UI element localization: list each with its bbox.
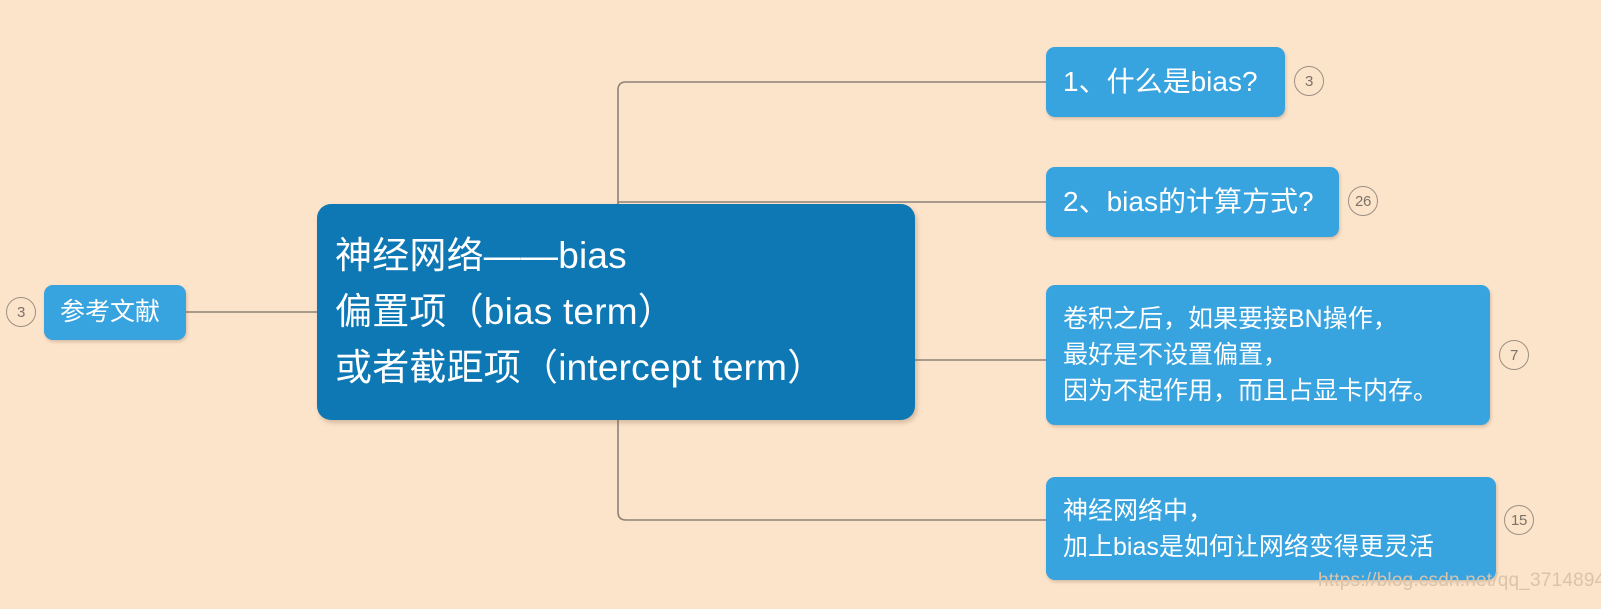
badge-bias-calculation: 26 bbox=[1348, 186, 1378, 216]
node-r4-line-2: 加上bias是如何让网络变得更灵活 bbox=[1063, 532, 1434, 561]
node-network-flexibility[interactable]: 神经网络中， 加上bias是如何让网络变得更灵活 bbox=[1046, 477, 1496, 580]
node-r4-line-1: 神经网络中， bbox=[1063, 496, 1214, 525]
badge-what-is-bias: 3 bbox=[1294, 66, 1324, 96]
node-what-is-bias[interactable]: 1、什么是bias? bbox=[1046, 47, 1285, 117]
node-left-label: 参考文献 bbox=[60, 298, 161, 327]
node-r1-label: 1、什么是bias? bbox=[1063, 65, 1258, 97]
root-node-line-2: 偏置项（bias term） bbox=[335, 290, 675, 332]
connector-branch-4 bbox=[617, 420, 1046, 521]
node-r3-line-3: 因为不起作用，而且占显卡内存。 bbox=[1063, 377, 1439, 405]
badge-network-flexibility: 15 bbox=[1504, 505, 1534, 535]
root-node[interactable]: 神经网络——bias 偏置项（bias term） 或者截距项（intercep… bbox=[317, 204, 915, 420]
root-node-line-3: 或者截距项（intercept term） bbox=[335, 347, 825, 389]
node-bn-operation-note[interactable]: 卷积之后，如果要接BN操作， 最好是不设置偏置， 因为不起作用，而且占显卡内存。 bbox=[1046, 285, 1490, 425]
badge-bn-operation-note: 7 bbox=[1499, 340, 1529, 370]
node-r3-line-1: 卷积之后，如果要接BN操作， bbox=[1063, 305, 1398, 333]
connector-branch-1 bbox=[617, 81, 1046, 204]
node-r3-line-2: 最好是不设置偏置， bbox=[1063, 341, 1289, 369]
node-bias-calculation[interactable]: 2、bias的计算方式? bbox=[1046, 167, 1339, 237]
root-node-line-1: 神经网络——bias bbox=[335, 234, 627, 276]
badge-reference-documents: 3 bbox=[6, 297, 36, 327]
node-r2-label: 2、bias的计算方式? bbox=[1063, 185, 1314, 217]
watermark: https://blog.csdn.net/qq_37148940 bbox=[1318, 570, 1601, 591]
node-reference-documents[interactable]: 参考文献 bbox=[44, 285, 186, 340]
